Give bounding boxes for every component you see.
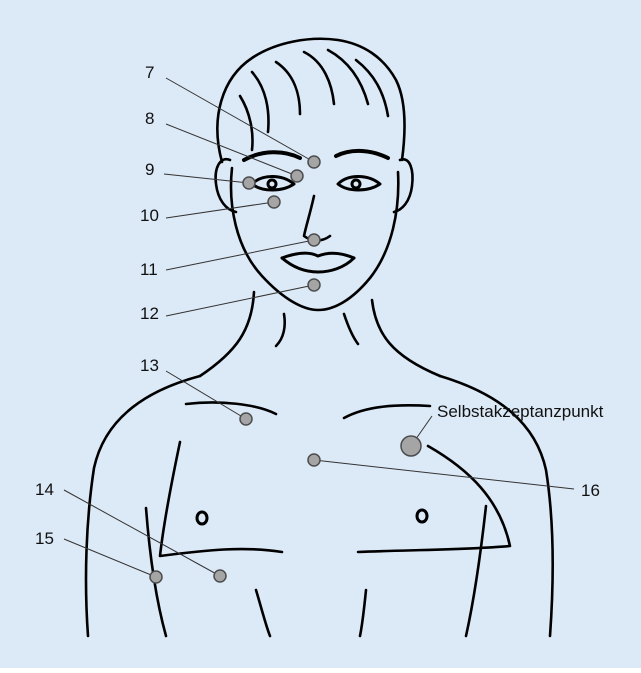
acupoint-7 [308, 156, 320, 168]
acupoint-15 [150, 571, 162, 583]
point-label-8: 8 [145, 110, 154, 127]
acupoint-8 [291, 170, 303, 182]
point-label-7: 7 [145, 64, 154, 81]
acupoint-11 [308, 234, 320, 246]
point-label-11: 11 [140, 261, 158, 278]
point-label-13: 13 [140, 357, 159, 374]
point-label-selbstakzeptanzpunkt: Selbstakzeptanzpunkt [437, 403, 603, 420]
acupoint-9 [243, 177, 255, 189]
point-label-9: 9 [145, 161, 154, 178]
point-label-16: 16 [581, 482, 600, 499]
acupoint-14 [214, 570, 226, 582]
acupoint-16 [308, 454, 320, 466]
acupoint-10 [268, 196, 280, 208]
acupoint-13 [240, 413, 252, 425]
point-label-15: 15 [35, 530, 54, 547]
acupoint-selbstakzeptanzpunkt [401, 436, 421, 456]
acupoint-12 [308, 279, 320, 291]
point-label-10: 10 [140, 207, 159, 224]
point-label-12: 12 [140, 305, 159, 322]
point-label-14: 14 [35, 481, 54, 498]
